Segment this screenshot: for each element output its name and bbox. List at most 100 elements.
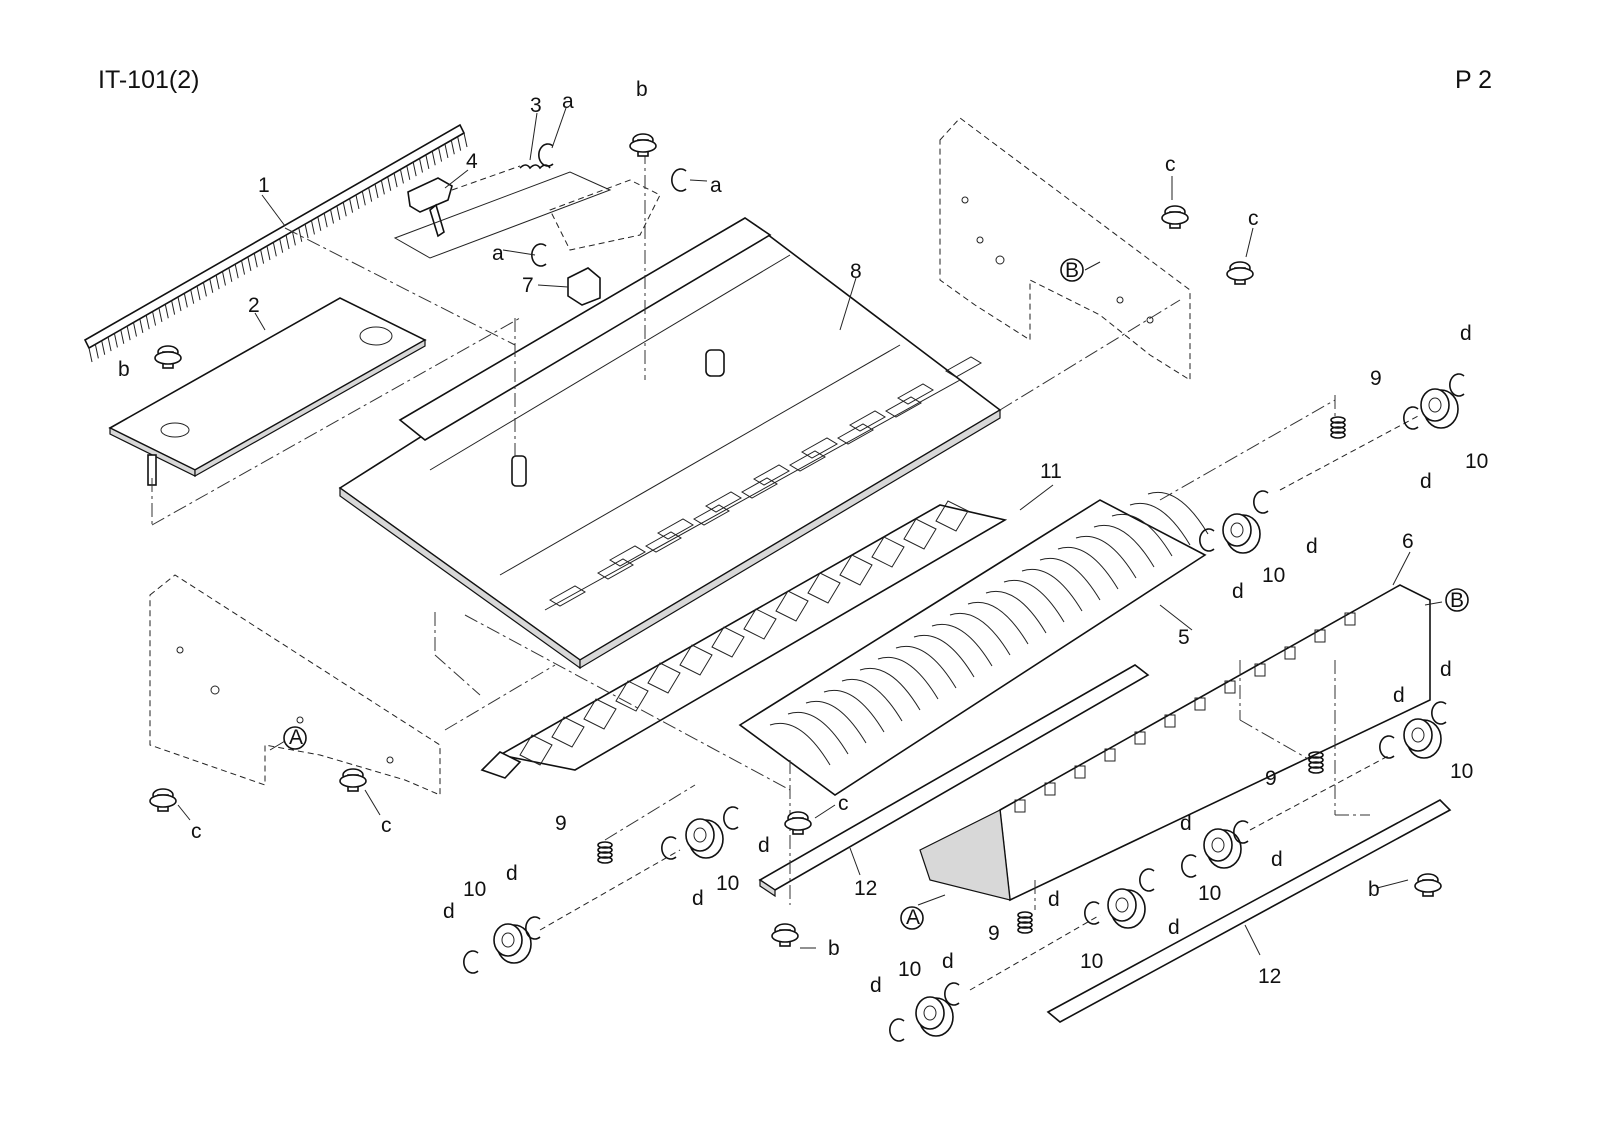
callout-9: 9	[555, 812, 567, 835]
e-ring	[1181, 854, 1197, 878]
part-2-plate	[108, 297, 427, 486]
callout-10: 10	[898, 958, 921, 981]
part-12-strip-right	[1046, 799, 1452, 1023]
callout-10: 10	[1262, 564, 1285, 587]
callout-c: c	[838, 792, 849, 815]
e-rings	[463, 143, 1465, 1042]
callout-a: a	[562, 90, 574, 113]
callout-7: 7	[522, 274, 534, 297]
roller-10	[685, 818, 724, 859]
callout-d: d	[1440, 658, 1452, 681]
callout-c: c	[1248, 207, 1259, 230]
roller-10	[1222, 513, 1261, 554]
callout-d: d	[1271, 848, 1283, 871]
bracket-plate-dashed	[393, 171, 661, 259]
callout-d: d	[506, 862, 518, 885]
callout-c: c	[1165, 153, 1176, 176]
e-ring	[671, 168, 687, 192]
screw	[154, 345, 182, 369]
e-ring	[538, 143, 554, 167]
e-ring	[661, 836, 677, 860]
callout-d: d	[692, 887, 704, 910]
callout-12: 12	[1258, 965, 1281, 988]
callout-d: d	[1306, 535, 1318, 558]
callout-a: a	[492, 242, 504, 265]
part-4-lever	[407, 165, 521, 238]
callout-10: 10	[1465, 450, 1488, 473]
callout-d: d	[870, 974, 882, 997]
e-ring	[463, 950, 479, 974]
spring-9	[597, 841, 613, 864]
callout-d: d	[758, 834, 770, 857]
e-ring	[723, 806, 739, 830]
e-ring	[1139, 868, 1155, 892]
callout-9: 9	[1370, 367, 1382, 390]
part-1-brush-strip	[83, 123, 468, 363]
callout-d: d	[1460, 322, 1472, 345]
callout-b: b	[118, 358, 130, 381]
callout-12: 12	[854, 877, 877, 900]
callout-labels: 1 2 3 4 a a a b b b b 7 8 c c c c c B B …	[118, 78, 1488, 997]
assembly-lines	[151, 150, 1370, 910]
part-7-block	[567, 267, 601, 306]
callout-2: 2	[248, 294, 260, 317]
callout-10: 10	[1198, 882, 1221, 905]
screws	[149, 133, 1442, 947]
screw	[629, 133, 657, 157]
callout-4: 4	[466, 150, 478, 173]
callout-5: 5	[1178, 626, 1190, 649]
roller-10	[915, 996, 954, 1037]
callout-A: A	[289, 726, 303, 749]
left-side-frame-dashed	[149, 574, 441, 796]
screw	[149, 788, 177, 812]
callout-a: a	[710, 174, 722, 197]
screw	[784, 811, 812, 835]
screw	[339, 768, 367, 792]
part-5-ribbed-guide	[738, 491, 1209, 796]
callout-10: 10	[1080, 950, 1103, 973]
e-ring	[525, 916, 541, 940]
callout-d: d	[1048, 888, 1060, 911]
callout-B: B	[1065, 259, 1079, 282]
e-ring	[889, 1018, 905, 1042]
e-ring	[1084, 901, 1100, 925]
roller-10	[1420, 388, 1459, 429]
callout-d: d	[1168, 916, 1180, 939]
leader-lines	[177, 107, 1443, 956]
part-12-strip-left	[758, 664, 1150, 898]
callout-6: 6	[1402, 530, 1414, 553]
springs	[597, 416, 1346, 934]
callout-d: d	[443, 900, 455, 923]
callout-b: b	[636, 78, 648, 101]
screw	[771, 923, 799, 947]
diagram-title: IT-101(2)	[98, 66, 200, 94]
callout-b: b	[1368, 878, 1380, 901]
roller-10	[1403, 718, 1442, 759]
screw	[1414, 873, 1442, 897]
e-ring	[1449, 373, 1465, 397]
callout-d: d	[1420, 470, 1432, 493]
callout-d: d	[1180, 812, 1192, 835]
circled-reference-marks	[283, 258, 1469, 930]
callout-A: A	[906, 906, 920, 929]
e-ring	[1403, 406, 1419, 430]
callout-b: b	[828, 937, 840, 960]
callout-d: d	[1232, 580, 1244, 603]
callout-d: d	[1393, 684, 1405, 707]
callout-10: 10	[463, 878, 486, 901]
page-number: P 2	[1455, 66, 1493, 94]
spring-9	[1017, 911, 1033, 934]
callout-1: 1	[258, 174, 270, 197]
callout-3: 3	[530, 94, 542, 117]
screw	[1161, 205, 1189, 229]
callout-c: c	[191, 820, 202, 843]
e-ring	[1431, 701, 1447, 725]
callout-10: 10	[1450, 760, 1473, 783]
e-ring	[1253, 490, 1269, 514]
part-6-long-plate	[919, 584, 1431, 902]
part-8-main-frame	[338, 217, 1002, 670]
callout-9: 9	[1265, 767, 1277, 790]
callout-8: 8	[850, 260, 862, 283]
